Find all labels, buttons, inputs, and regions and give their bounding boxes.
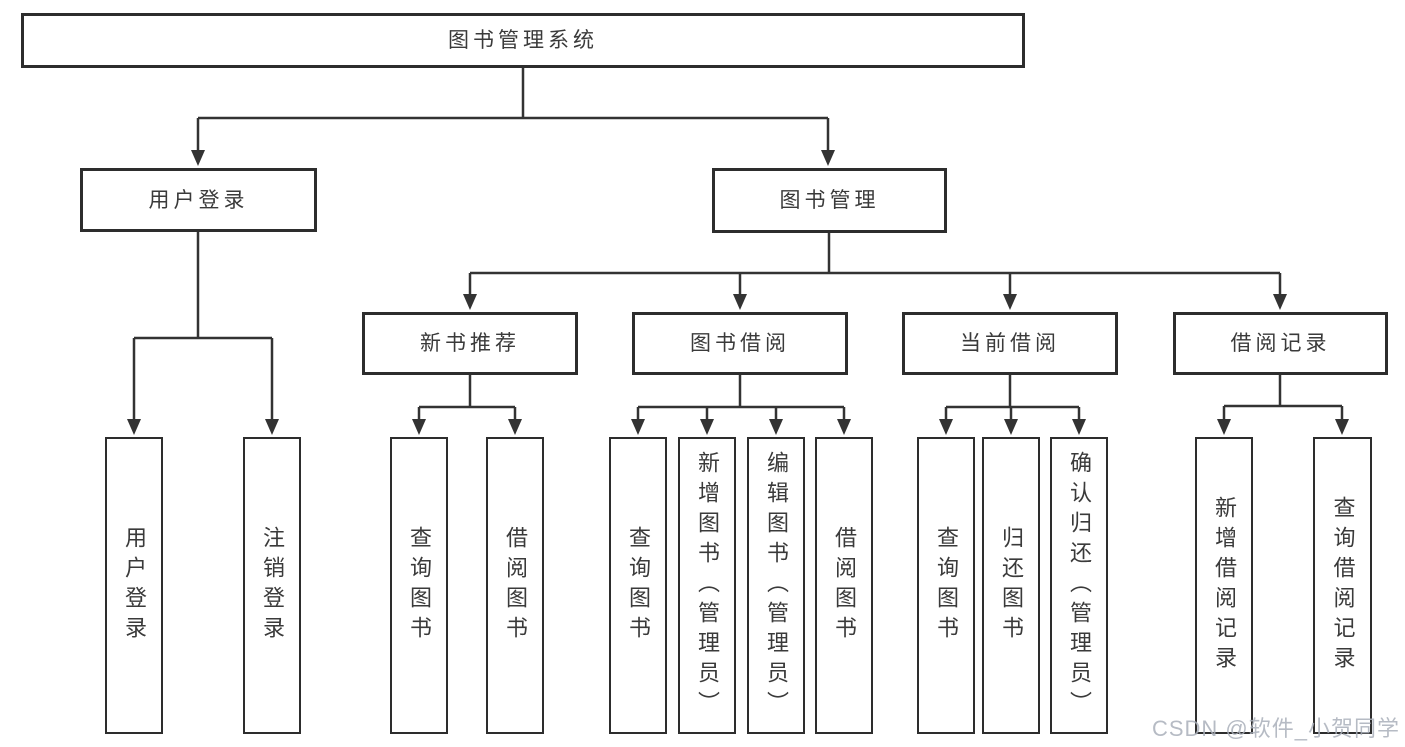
node-leaf-add-book-admin: 新增图书（管理员） — [678, 437, 736, 734]
node-leaf-borrow-books-1-label: 借阅图书 — [503, 525, 528, 646]
node-leaf-query-books-1: 查询图书 — [390, 437, 448, 734]
node-book-borrow-label: 图书借阅 — [690, 332, 790, 355]
node-leaf-user-login: 用户登录 — [105, 437, 163, 734]
node-leaf-borrow-books-2: 借阅图书 — [815, 437, 873, 734]
node-borrow-records-label: 借阅记录 — [1230, 332, 1331, 355]
node-leaf-query-books-2: 查询图书 — [609, 437, 667, 734]
node-leaf-borrow-books-1: 借阅图书 — [486, 437, 544, 734]
connector-book-management — [468, 233, 1282, 296]
node-leaf-query-books-3: 查询图书 — [917, 437, 975, 734]
node-borrow-records: 借阅记录 — [1173, 312, 1388, 375]
node-root-system-label: 图书管理系统 — [448, 29, 598, 52]
connector-user-login — [132, 232, 274, 421]
node-leaf-return-book-label: 归还图书 — [999, 525, 1024, 646]
connector-book-borrow — [636, 375, 846, 421]
node-root-system: 图书管理系统 — [21, 13, 1025, 68]
node-leaf-edit-book-admin-label: 编辑图书（管理员） — [764, 450, 789, 721]
node-leaf-query-books-2-label: 查询图书 — [626, 525, 651, 646]
connector-borrow-records — [1222, 375, 1344, 421]
node-current-borrow: 当前借阅 — [902, 312, 1118, 375]
node-current-borrow-label: 当前借阅 — [960, 332, 1060, 355]
node-book-management: 图书管理 — [712, 168, 947, 233]
node-leaf-query-books-1-label: 查询图书 — [407, 525, 432, 646]
connector-new-book-recommend — [417, 375, 517, 421]
node-new-book-recommend-label: 新书推荐 — [420, 332, 520, 355]
node-leaf-add-borrow-record-label: 新增借阅记录 — [1212, 495, 1237, 676]
connector-root — [196, 68, 830, 152]
arrowheads — [127, 150, 1349, 435]
node-leaf-query-books-3-label: 查询图书 — [934, 525, 959, 646]
node-book-management-label: 图书管理 — [779, 189, 880, 212]
node-user-login-group-label: 用户登录 — [148, 188, 249, 212]
node-leaf-borrow-books-2-label: 借阅图书 — [832, 525, 857, 646]
node-book-borrow: 图书借阅 — [632, 312, 848, 375]
connector-current-borrow — [944, 375, 1081, 421]
node-leaf-edit-book-admin: 编辑图书（管理员） — [747, 437, 805, 734]
node-new-book-recommend: 新书推荐 — [362, 312, 578, 375]
node-leaf-confirm-return-admin: 确认归还（管理员） — [1050, 437, 1108, 734]
node-leaf-query-borrow-record: 查询借阅记录 — [1313, 437, 1372, 734]
node-user-login-group: 用户登录 — [80, 168, 317, 232]
csdn-watermark: CSDN @软件_小贺同学 — [1151, 716, 1400, 741]
node-leaf-add-borrow-record: 新增借阅记录 — [1195, 437, 1253, 734]
node-leaf-add-book-admin-label: 新增图书（管理员） — [695, 450, 720, 721]
node-leaf-query-borrow-record-label: 查询借阅记录 — [1330, 495, 1356, 676]
node-leaf-return-book: 归还图书 — [982, 437, 1040, 734]
node-leaf-user-login-label: 用户登录 — [122, 525, 147, 646]
node-leaf-logout: 注销登录 — [243, 437, 301, 734]
node-leaf-logout-label: 注销登录 — [260, 525, 285, 646]
node-leaf-confirm-return-admin-label: 确认归还（管理员） — [1067, 450, 1092, 721]
